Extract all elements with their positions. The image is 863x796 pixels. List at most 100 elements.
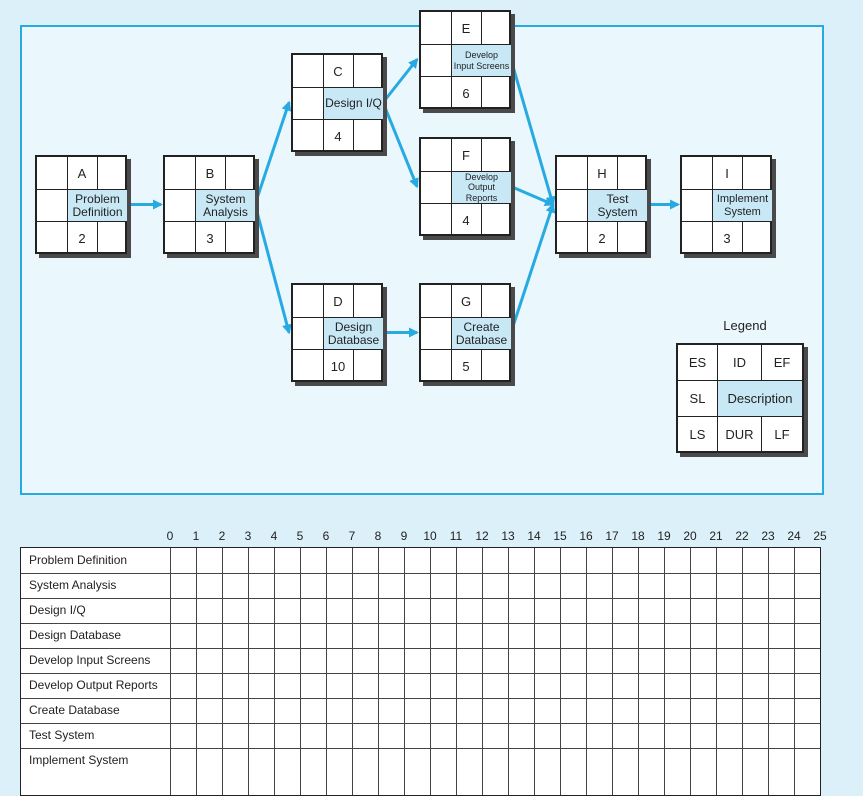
- node-id: G: [460, 293, 472, 309]
- grid-line: [378, 548, 379, 795]
- gantt-row: Design I/Q: [21, 598, 820, 623]
- grid-line: [300, 548, 301, 795]
- gantt-row: Implement System: [21, 748, 820, 773]
- node-id: I: [725, 165, 729, 181]
- node-id: A: [77, 165, 87, 181]
- node-description: Problem Definition: [68, 190, 127, 221]
- axis-tick: 14: [527, 529, 541, 543]
- arrow-g-h: [509, 202, 556, 333]
- gantt-row-label: Create Database: [29, 703, 120, 717]
- axis-tick: 5: [296, 529, 304, 543]
- grid-line: [638, 548, 639, 795]
- axis-tick: 6: [322, 529, 330, 543]
- gantt-row: Develop Output Reports: [21, 673, 820, 698]
- grid-line: [21, 723, 820, 724]
- grid-line: [170, 548, 171, 795]
- axis-tick: 17: [605, 529, 619, 543]
- node-duration: 10: [330, 358, 346, 374]
- activity-node-b: B System Analysis 3: [163, 155, 255, 254]
- axis-tick: 0: [166, 529, 174, 543]
- axis-tick: 22: [735, 529, 749, 543]
- axis-tick: 16: [579, 529, 593, 543]
- grid-line: [248, 548, 249, 795]
- gantt-row-label: System Analysis: [29, 578, 117, 592]
- node-duration: 4: [462, 212, 470, 228]
- axis-tick: 13: [501, 529, 515, 543]
- grid-line: [21, 673, 820, 674]
- node-description: Create Database: [452, 318, 511, 349]
- gantt-row: Test System: [21, 723, 820, 748]
- legend-es: ES: [678, 345, 718, 381]
- grid-line: [274, 548, 275, 795]
- grid-line: [612, 548, 613, 795]
- node-description: Design I/Q: [324, 88, 383, 119]
- legend-id: ID: [718, 345, 762, 381]
- grid-line: [222, 548, 223, 795]
- node-duration: 3: [206, 230, 214, 246]
- legend-lf: LF: [774, 426, 790, 442]
- node-id: C: [333, 63, 343, 79]
- axis-tick: 23: [761, 529, 775, 543]
- node-id: D: [333, 293, 343, 309]
- axis-tick: 15: [553, 529, 567, 543]
- legend-sl: SL: [678, 381, 718, 417]
- axis-tick: 25: [813, 529, 827, 543]
- legend-box: ES ID EF SL Description LS DUR LF: [676, 343, 804, 453]
- node-id: B: [205, 165, 215, 181]
- axis-tick: 1: [192, 529, 200, 543]
- node-duration: 2: [598, 230, 606, 246]
- node-id: H: [597, 165, 607, 181]
- grid-line: [560, 548, 561, 795]
- grid-line: [21, 623, 820, 624]
- legend-ef: EF: [762, 345, 802, 381]
- axis-tick: 8: [374, 529, 382, 543]
- gantt-row-label: Problem Definition: [29, 553, 128, 567]
- grid-line: [508, 548, 509, 795]
- grid-line: [794, 548, 795, 795]
- axis-tick: 24: [787, 529, 801, 543]
- axis-tick: 11: [449, 529, 463, 543]
- arrow-e-h: [509, 59, 556, 207]
- node-description: Develop Input Screens: [452, 45, 511, 76]
- grid-line: [456, 548, 457, 795]
- gantt-row-label: Develop Output Reports: [29, 678, 158, 692]
- gantt-row-label: Design I/Q: [29, 603, 86, 617]
- legend-ls: LS: [678, 417, 718, 451]
- node-description: Design Database: [324, 318, 383, 349]
- axis-tick: 19: [657, 529, 671, 543]
- axis-tick: 9: [400, 529, 408, 543]
- gantt-row: System Analysis: [21, 573, 820, 598]
- gantt-row: Develop Input Screens: [21, 648, 820, 673]
- legend-description: Description: [718, 381, 802, 417]
- legend-dur: DUR: [718, 417, 762, 451]
- dependency-arrows: [127, 57, 680, 338]
- axis-tick: 12: [475, 529, 489, 543]
- grid-line: [21, 698, 820, 699]
- grid-line: [586, 548, 587, 795]
- node-description: System Analysis: [196, 190, 255, 221]
- grid-line: [768, 548, 769, 795]
- grid-line: [690, 548, 691, 795]
- grid-line: [534, 548, 535, 795]
- axis-tick: 21: [709, 529, 723, 543]
- gantt-row-label: Develop Input Screens: [29, 653, 151, 667]
- node-duration: 5: [462, 358, 470, 374]
- grid-line: [716, 548, 717, 795]
- axis-tick: 2: [218, 529, 226, 543]
- grid-line: [482, 548, 483, 795]
- grid-line: [404, 548, 405, 795]
- node-duration: 3: [723, 230, 731, 246]
- gantt-row: Problem Definition: [21, 548, 820, 573]
- grid-line: [21, 598, 820, 599]
- axis-tick: 10: [423, 529, 437, 543]
- gantt-row-label: Implement System: [29, 753, 129, 767]
- grid-line: [21, 573, 820, 574]
- grid-line: [21, 648, 820, 649]
- axis-tick: 18: [631, 529, 645, 543]
